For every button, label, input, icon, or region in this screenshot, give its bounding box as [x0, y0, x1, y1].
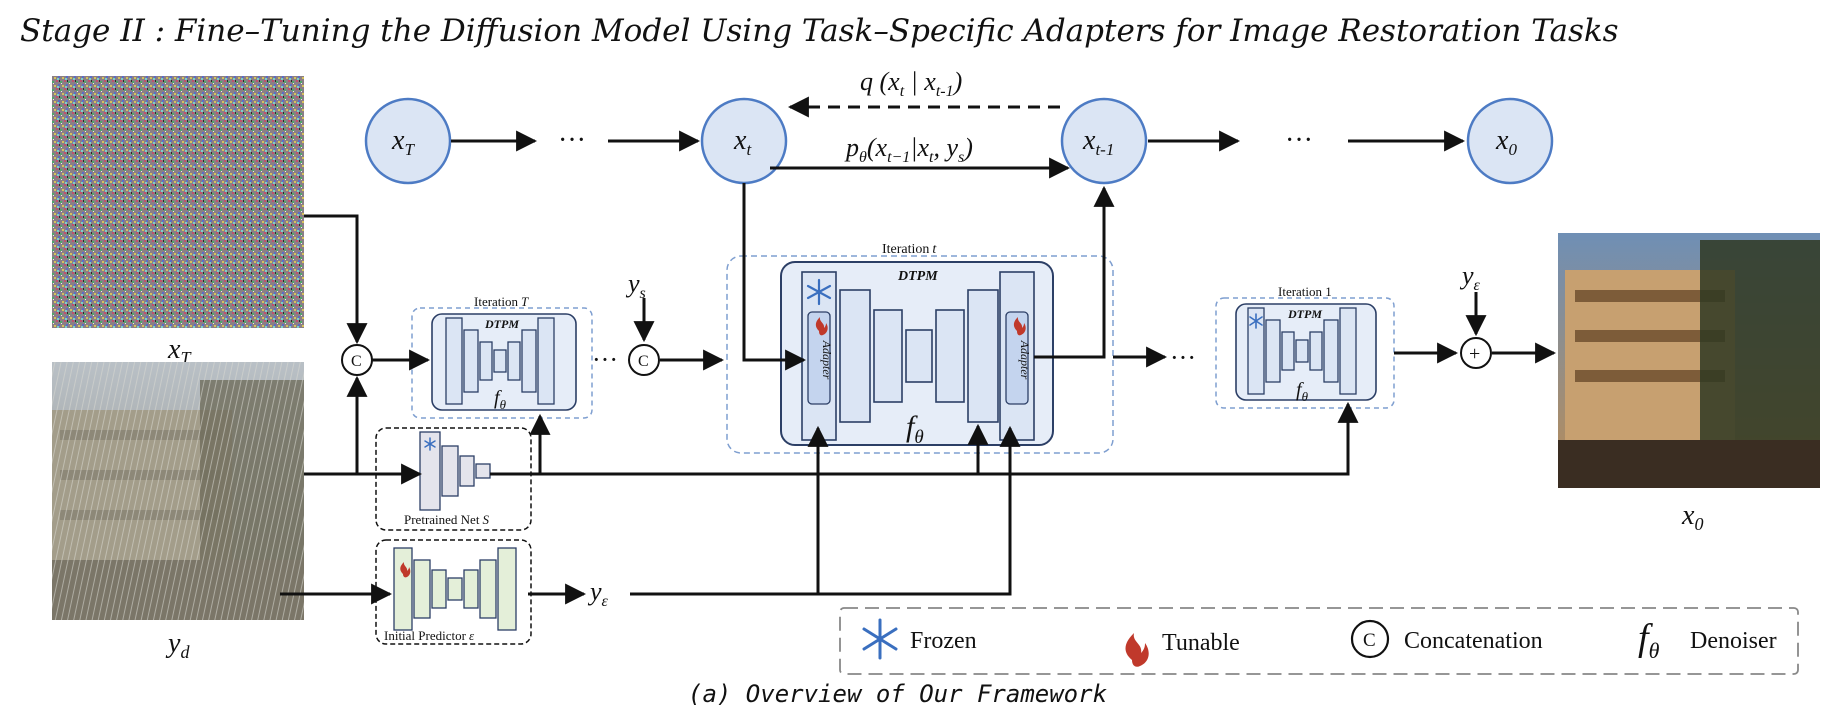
dots-iter-T: ··· — [592, 345, 618, 374]
svg-text:DTPM: DTPM — [1287, 307, 1322, 321]
snowflake-icon — [806, 278, 832, 306]
chain-arrows — [451, 96, 1466, 179]
svg-text:xT: xT — [391, 125, 415, 159]
snowflake-icon-small — [1249, 313, 1263, 329]
svg-text:C: C — [351, 353, 362, 370]
svg-text:DTPM: DTPM — [484, 317, 519, 331]
restored-image — [1558, 233, 1820, 488]
concat-node-1: C — [341, 344, 373, 376]
q-label: q (xt | xt-1) — [860, 67, 962, 100]
chain-dots-right: ··· — [1285, 125, 1313, 156]
node-x0: x0 — [1466, 97, 1554, 185]
ys-label: ys — [625, 269, 646, 302]
svg-text:+: + — [1469, 343, 1480, 365]
svg-text:x0: x0 — [1495, 125, 1517, 159]
ye-label-bottom: yε — [587, 577, 609, 610]
legend-concatenation: Concatenation — [1404, 628, 1543, 654]
node-xt: xt — [700, 97, 788, 185]
dots-iter-1: ··· — [1170, 343, 1196, 372]
flame-icon — [815, 317, 1026, 336]
ye-label-top: yε — [1459, 261, 1481, 294]
concat-node-2: C — [628, 344, 660, 376]
legend: Frozen Tunable C Concatenation fθ Denois… — [839, 607, 1799, 675]
legend-tunable: Tunable — [1162, 630, 1240, 656]
chain-dots-left: ··· — [558, 125, 586, 156]
legend-snowflake-icon — [862, 618, 898, 660]
figure-title: Stage II : Fine–Tuning the Diffusion Mod… — [20, 13, 1619, 49]
x0-image-label: x0 — [1681, 500, 1703, 534]
noise-image — [52, 76, 304, 328]
svg-text:fθ: fθ — [494, 387, 507, 412]
svg-text:fθ: fθ — [1296, 379, 1309, 404]
svg-text:C: C — [638, 353, 649, 370]
legend-denoiser: Denoiser — [1690, 628, 1777, 654]
svg-text:DTPM: DTPM — [897, 269, 938, 284]
legend-frozen: Frozen — [910, 628, 977, 654]
svg-text:Iteration 1: Iteration 1 — [1278, 284, 1332, 299]
legend-flame-icon — [1125, 633, 1149, 667]
figure-caption: (a) Overview of Our Framework — [688, 680, 1108, 708]
yd-image-label: yd — [165, 628, 190, 662]
svg-text:C: C — [1363, 630, 1376, 651]
node-xt-1: xt-1 — [1060, 97, 1148, 185]
adapter-right-label: Adapter — [1018, 340, 1032, 380]
svg-text:xt-1: xt-1 — [1082, 125, 1114, 159]
plus-node: + — [1460, 337, 1492, 369]
svg-text:xt: xt — [733, 125, 752, 159]
legend-concat-icon — [1350, 619, 1390, 659]
iteration-1-block: Iteration 1 DTPM fθ — [1215, 284, 1395, 409]
adapter-left-label: Adapter — [820, 340, 834, 380]
node-xT: xT — [364, 97, 452, 185]
flow-arrows — [280, 183, 1557, 605]
degraded-image — [52, 362, 304, 620]
p-label: pθ(xt−1|xt, ys) — [844, 133, 973, 166]
